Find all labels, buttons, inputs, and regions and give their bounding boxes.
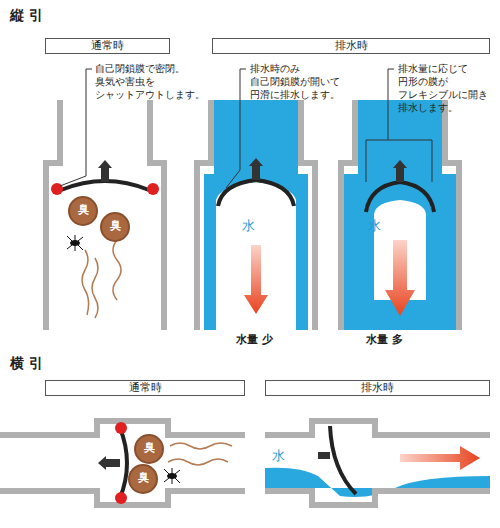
node-text: 排水時	[361, 381, 394, 394]
node-text: 通常時	[129, 381, 162, 394]
node-text: 臭	[78, 203, 89, 216]
section-header: 排水時	[265, 380, 490, 396]
callout-note: 排水量に応じて 円形の膜が フレキシブルに開き 排水します。	[398, 62, 488, 114]
odor-blob: 臭	[136, 436, 162, 462]
section-header: 通常時	[45, 38, 170, 54]
section-header: 通常時	[45, 380, 245, 396]
section-title: 縦 引	[10, 6, 43, 24]
horizontal-trap-open	[265, 418, 490, 508]
leader-line	[226, 69, 246, 188]
water-label: 水	[368, 218, 381, 235]
flow-amount: 水量 多	[366, 333, 403, 347]
leader-line	[60, 69, 92, 186]
water-label: 水	[242, 218, 255, 235]
section-title: 横 引	[10, 354, 43, 372]
flow-amount: 水量 少	[236, 333, 273, 347]
horizontal-trap-closed	[0, 418, 245, 508]
node-text: 通常時	[91, 39, 124, 52]
node-text: 臭	[110, 219, 121, 232]
section-header: 排水時	[212, 38, 490, 54]
callout-note: 排水時のみ 自己閉鎖膜が開いて 円滑に排水します。	[250, 62, 340, 101]
odor-blob: 臭	[130, 466, 156, 492]
node-text: 臭	[138, 471, 149, 484]
callout-note: 自己閉鎖膜で密閉。 臭気や害虫を シャットアウトします。	[95, 62, 205, 101]
vertical-trap-open-large	[338, 100, 462, 330]
node-text: 臭	[144, 441, 155, 454]
vertical-trap-open-small	[194, 100, 318, 330]
odor-blob: 臭	[70, 198, 96, 224]
node-text: 排水時	[335, 39, 368, 52]
water-label: 水	[272, 448, 285, 465]
odor-blob: 臭	[102, 214, 128, 240]
vertical-trap-closed	[43, 100, 167, 330]
